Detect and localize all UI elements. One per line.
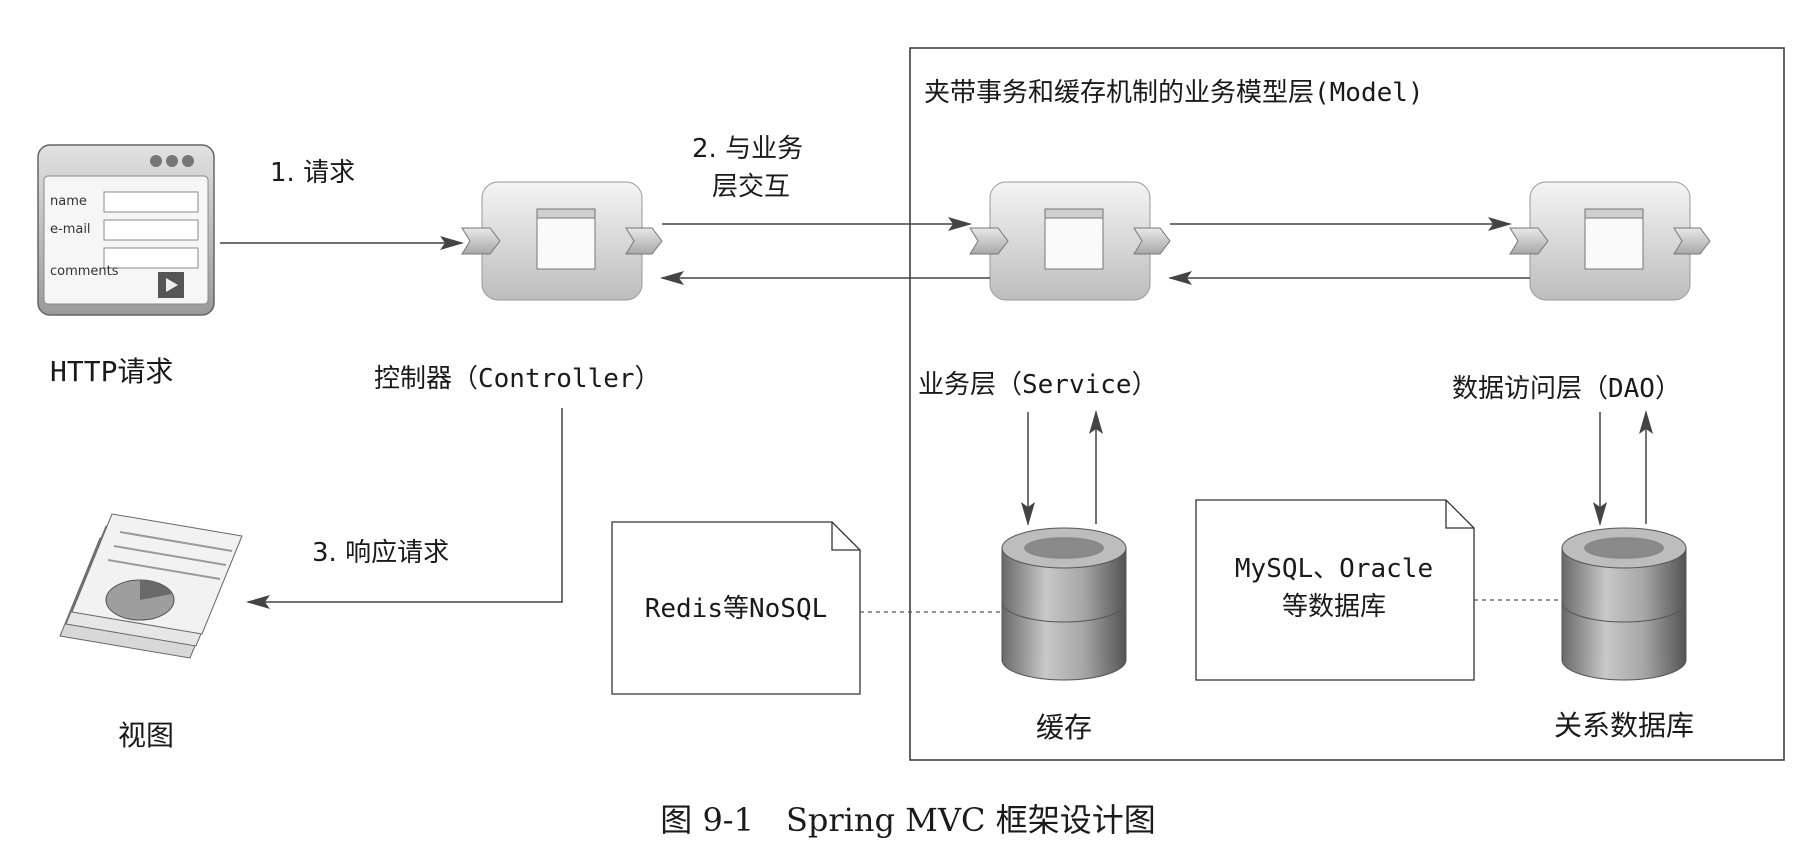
redis-note-text: Redis等NoSQL bbox=[644, 594, 828, 624]
relational-database-icon bbox=[1561, 527, 1687, 681]
form-field-email: e-mail bbox=[50, 222, 91, 237]
view-label: 视图 bbox=[118, 719, 175, 752]
service-label: 业务层（Service） bbox=[918, 370, 1158, 400]
controller-component-icon bbox=[461, 181, 663, 301]
service-component-icon bbox=[969, 181, 1171, 301]
mysql-note bbox=[1195, 499, 1475, 681]
step3-response-label: 3. 响应请求 bbox=[312, 538, 450, 568]
dao-component-icon bbox=[1509, 181, 1711, 301]
http-request-label: HTTP请求 bbox=[50, 355, 174, 388]
view-report-icon bbox=[59, 513, 243, 659]
step2-interact-label-line2: 层交互 bbox=[712, 172, 791, 202]
model-layer-title: 夹带事务和缓存机制的业务模型层(Model) bbox=[924, 78, 1424, 108]
cache-database-icon bbox=[1001, 527, 1127, 681]
response-arrow bbox=[246, 408, 563, 609]
figure-caption: 图 9-1 Spring MVC 框架设计图 bbox=[660, 801, 1156, 839]
controller-label: 控制器（Controller） bbox=[374, 364, 661, 394]
database-label: 关系数据库 bbox=[1553, 709, 1695, 742]
dao-label: 数据访问层（DAO） bbox=[1452, 374, 1681, 404]
form-field-name: name bbox=[50, 194, 87, 209]
form-field-comments: comments bbox=[50, 264, 119, 279]
redis-note bbox=[611, 521, 861, 695]
mysql-note-text-line2: 等数据库 bbox=[1281, 592, 1387, 622]
browser-form-icon: name e-mail comments bbox=[37, 144, 215, 316]
step1-request-label: 1. 请求 bbox=[270, 158, 356, 188]
step2-interact-label-line1: 2. 与业务 bbox=[692, 134, 804, 164]
mysql-note-text-line1: MySQL、Oracle bbox=[1234, 554, 1434, 584]
model-layer-box bbox=[909, 47, 1785, 761]
cache-label: 缓存 bbox=[1035, 711, 1093, 744]
